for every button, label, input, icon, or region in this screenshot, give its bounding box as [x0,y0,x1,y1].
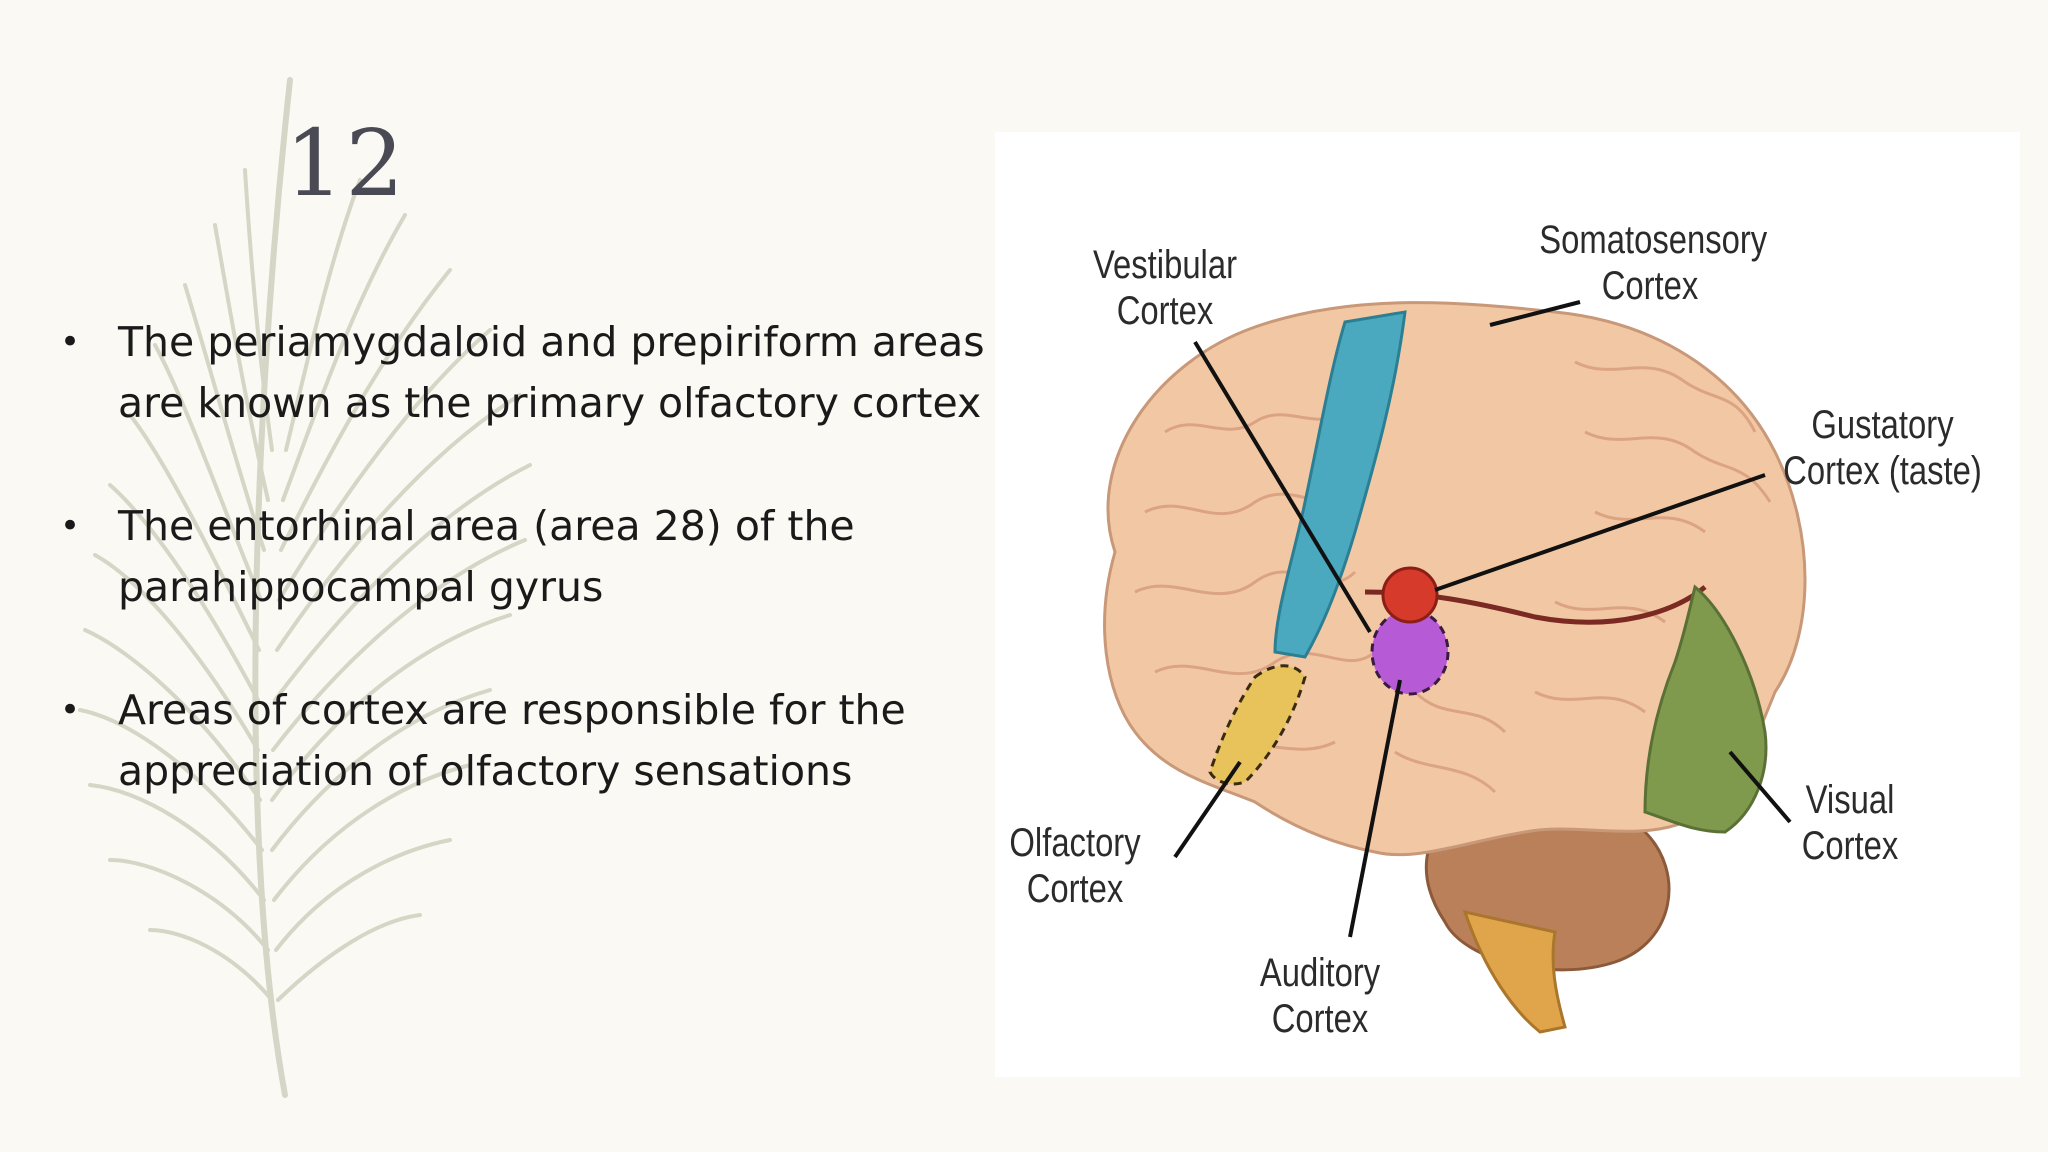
gustatory-leader-line [1434,473,1766,592]
olfactory-label-line2: Cortex [1026,867,1124,911]
bullet-text: The periamygdaloid and prepiriform areas… [118,318,985,427]
olfactory-label: Olfactory Cortex [1009,820,1140,912]
visual-label-line2: Cortex [1801,824,1899,868]
bullet-dot-icon: • [60,506,81,546]
gustatory-label-line1: Gustatory [1811,403,1954,447]
gyri-texture [1134,360,1772,794]
somatosensory-label-line1: Somatosensory [1539,218,1768,262]
olfactory-region [1208,664,1307,786]
gustatory-label-line2: Cortex (taste) [1783,449,1982,493]
bullet-item: • The periamygdaloid and prepiriform are… [58,312,988,434]
bullet-item: • Areas of cortex are responsible for th… [58,680,988,802]
vestibular-leader-line [1193,340,1372,634]
auditory-leader-line [1348,679,1402,938]
gustatory-region [1381,566,1439,624]
gustatory-label: Gustatory Cortex (taste) [1778,402,1987,494]
brainstem-shape [1462,909,1567,1034]
visual-label: Visual Cortex [1784,777,1915,869]
somatosensory-leader-line [1489,300,1581,327]
brain-diagram: Vestibular Cortex Somatosensory Cortex G… [995,132,2020,1077]
slide-number: 12 [285,110,407,217]
bullet-dot-icon: • [60,322,81,362]
vestibular-label: Vestibular Cortex [1083,242,1247,334]
vestibular-label-line1: Vestibular [1092,243,1238,287]
bullet-list: • The periamygdaloid and prepiriform are… [58,312,988,864]
olfactory-label-line1: Olfactory [1009,821,1141,865]
visual-leader-line [1728,750,1792,824]
somatosensory-region [1273,310,1407,659]
bullet-item: • The entorhinal area (area 28) of the p… [58,496,988,618]
auditory-label: Auditory Cortex [1213,950,1426,1042]
bullet-dot-icon: • [60,690,81,730]
visual-region [1643,584,1768,834]
brain-illustration [1103,300,1807,1034]
olfactory-leader-line [1173,760,1242,859]
bullet-text: Areas of cortex are responsible for the … [118,686,906,795]
somatosensory-label-line2: Cortex [1601,264,1699,308]
somatosensory-label: Somatosensory Cortex [1539,217,1768,309]
visual-label-line1: Visual [1805,778,1895,822]
auditory-label-line1: Auditory Cortex [1259,951,1381,1041]
bullet-text: The entorhinal area (area 28) of the par… [118,502,855,611]
vestibular-label-line2: Cortex [1116,289,1214,333]
